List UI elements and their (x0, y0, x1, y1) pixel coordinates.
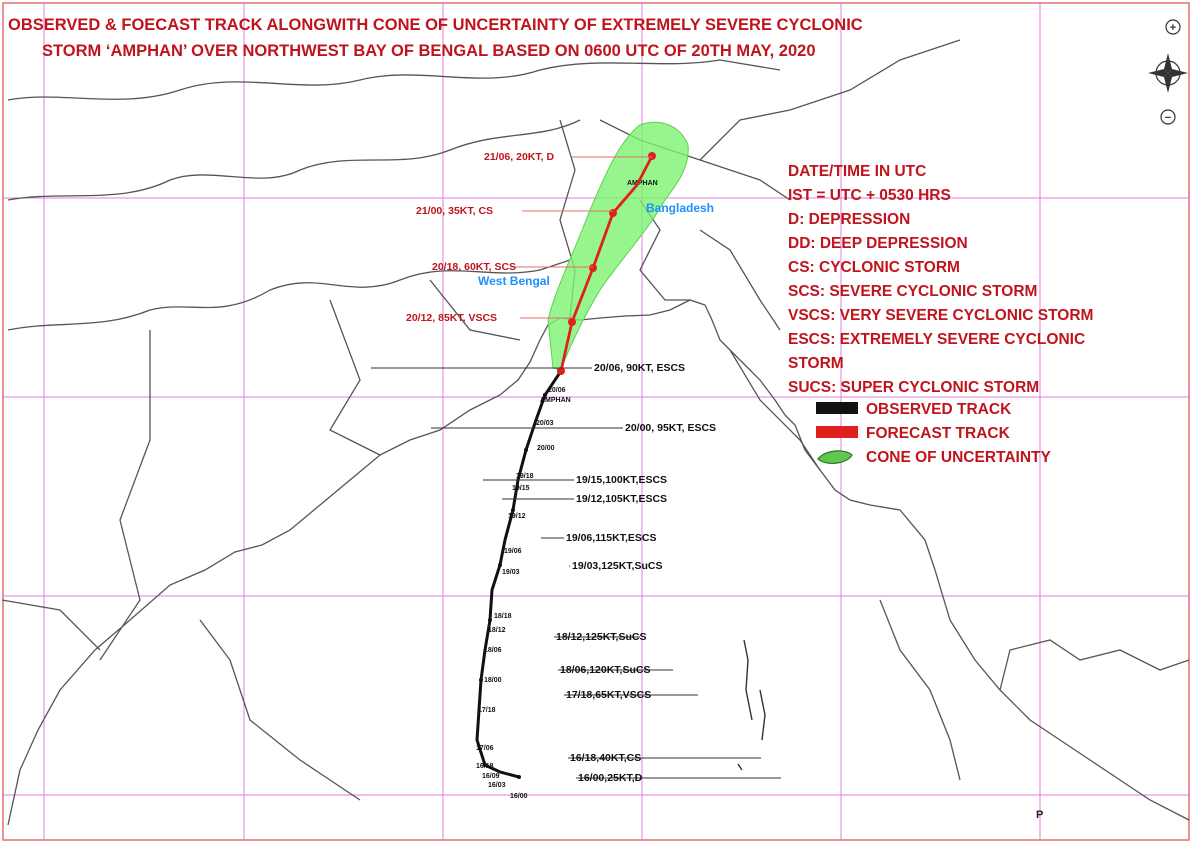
legend-line-5: SCS: SEVERE CYCLONIC STORM (788, 283, 1037, 300)
track-tick-10: 18/06 (484, 647, 502, 654)
observed-label-4: 19/06,115KT,ESCS (566, 532, 656, 544)
track-tick-15: 16/09 (482, 773, 500, 780)
track-tick-9: 18/12 (488, 627, 506, 634)
forecast-label-3: 20/12, 85KT, VSCS (406, 312, 497, 324)
legend-definitions: DATE/TIME IN UTC IST = UTC + 0530 HRS D: D… (788, 163, 1093, 396)
andaman-islands (737, 639, 766, 771)
observed-track-swatch (816, 402, 858, 414)
forecast-labels: 21/06, 20KT, D 21/00, 35KT, CS 20/18, 60KT… (406, 151, 554, 324)
forecast-label-leaders (511, 156, 652, 319)
zoom-in-button[interactable]: + (1165, 19, 1181, 35)
legend-keys: OBSERVED TRACK FORECAST TRACK CONE OF UN… (816, 401, 1052, 466)
observed-label-0: 20/06, 90KT, ESCS (594, 362, 685, 374)
forecast-label-0: 21/06, 20KT, D (484, 151, 554, 163)
compass-pan-icon[interactable] (1148, 53, 1188, 93)
track-tick-11: 18/00 (484, 677, 502, 684)
legend-line-6: VSCS: VERY SEVERE CYCLONIC STORM (788, 307, 1093, 324)
observed-track-ticks (479, 393, 547, 779)
forecast-track-swatch (816, 426, 858, 438)
cone-of-uncertainty (547, 121, 689, 371)
storm-name-forecast: AMPHAN (627, 180, 658, 187)
observed-label-6: 18/12,125KT,SuCS (556, 631, 646, 643)
legend-line-8: STORM (788, 355, 844, 372)
track-tick-labels: 20/06 20/03 20/00 19/18 19/15 19/12 19/06 19/03… (476, 387, 566, 800)
forecast-label-1: 21/00, 35KT, CS (416, 205, 493, 217)
observed-label-5: 19/03,125KT,SuCS (572, 560, 662, 572)
legend-line-2: D: DEPRESSION (788, 211, 910, 228)
forecast-label-2: 20/18, 60KT, SCS (432, 261, 516, 273)
legend-line-1: IST = UTC + 0530 HRS (788, 187, 951, 204)
observed-labels: 20/06, 90KT, ESCS 20/00, 95KT, ESCS 19/15,… (371, 362, 781, 784)
track-tick-5: 19/12 (508, 513, 526, 520)
land-boundaries (1, 39, 1190, 826)
cone-legend: CONE OF UNCERTAINTY (866, 449, 1052, 466)
map-title-line2: STORM ‘AMPHAN’ OVER NORTHWEST BAY OF BEN… (42, 42, 816, 60)
observed-label-8: 17/18,65KT,VSCS (566, 689, 651, 701)
track-tick-7: 19/03 (502, 569, 520, 576)
forecast-track-line (559, 155, 654, 372)
legend-line-3: DD: DEEP DEPRESSION (788, 235, 968, 252)
map-title-line1: OBSERVED & FOECAST TRACK ALONGWITH CONE … (8, 16, 863, 34)
legend-line-9: SUCS: SUPER CYCLONIC STORM (788, 379, 1039, 396)
legend-line-7: ESCS: EXTREMELY SEVERE CYCLONIC (788, 331, 1085, 348)
track-tick-1: 20/03 (536, 420, 554, 427)
corner-marker: P (1036, 809, 1043, 821)
place-bangladesh: Bangladesh (646, 201, 714, 215)
track-tick-13: 17/06 (476, 745, 494, 752)
track-tick-8: 18/18 (494, 613, 512, 620)
observed-label-1: 20/00, 95KT, ESCS (625, 422, 716, 434)
zoom-out-button[interactable]: − (1160, 109, 1176, 125)
observed-label-10: 16/00,25KT,D (578, 772, 643, 784)
track-tick-2: 20/00 (537, 445, 555, 452)
observed-track-line (475, 370, 563, 779)
track-tick-16: 16/03 (488, 782, 506, 789)
cone-swatch (817, 450, 853, 464)
storm-name-current: AMPHAN (540, 397, 571, 404)
observed-label-2: 19/15,100KT,ESCS (576, 474, 667, 486)
track-tick-6: 19/06 (504, 548, 522, 555)
track-tick-0: 20/06 (548, 387, 566, 394)
graticule (3, 3, 1189, 840)
forecast-track-legend: FORECAST TRACK (866, 425, 1011, 442)
place-west-bengal: West Bengal (478, 274, 550, 288)
zoom-out-label: − (1165, 112, 1171, 124)
track-tick-3: 19/18 (516, 473, 534, 480)
observed-track-legend: OBSERVED TRACK (866, 401, 1012, 418)
track-tick-12: 17/18 (478, 707, 496, 714)
legend-line-4: CS: CYCLONIC STORM (788, 259, 960, 276)
forecast-track-points (557, 152, 656, 375)
legend-line-0: DATE/TIME IN UTC (788, 163, 926, 180)
track-tick-14: 16/18 (476, 763, 494, 770)
observed-label-7: 18/06,120KT,SuCS (560, 664, 650, 676)
observed-label-9: 16/18,40KT,CS (570, 752, 641, 764)
observed-label-3: 19/12,105KT,ESCS (576, 493, 667, 505)
track-tick-17: 16/00 (510, 793, 528, 800)
zoom-in-label: + (1170, 22, 1176, 34)
track-tick-4: 19/15 (512, 485, 530, 492)
